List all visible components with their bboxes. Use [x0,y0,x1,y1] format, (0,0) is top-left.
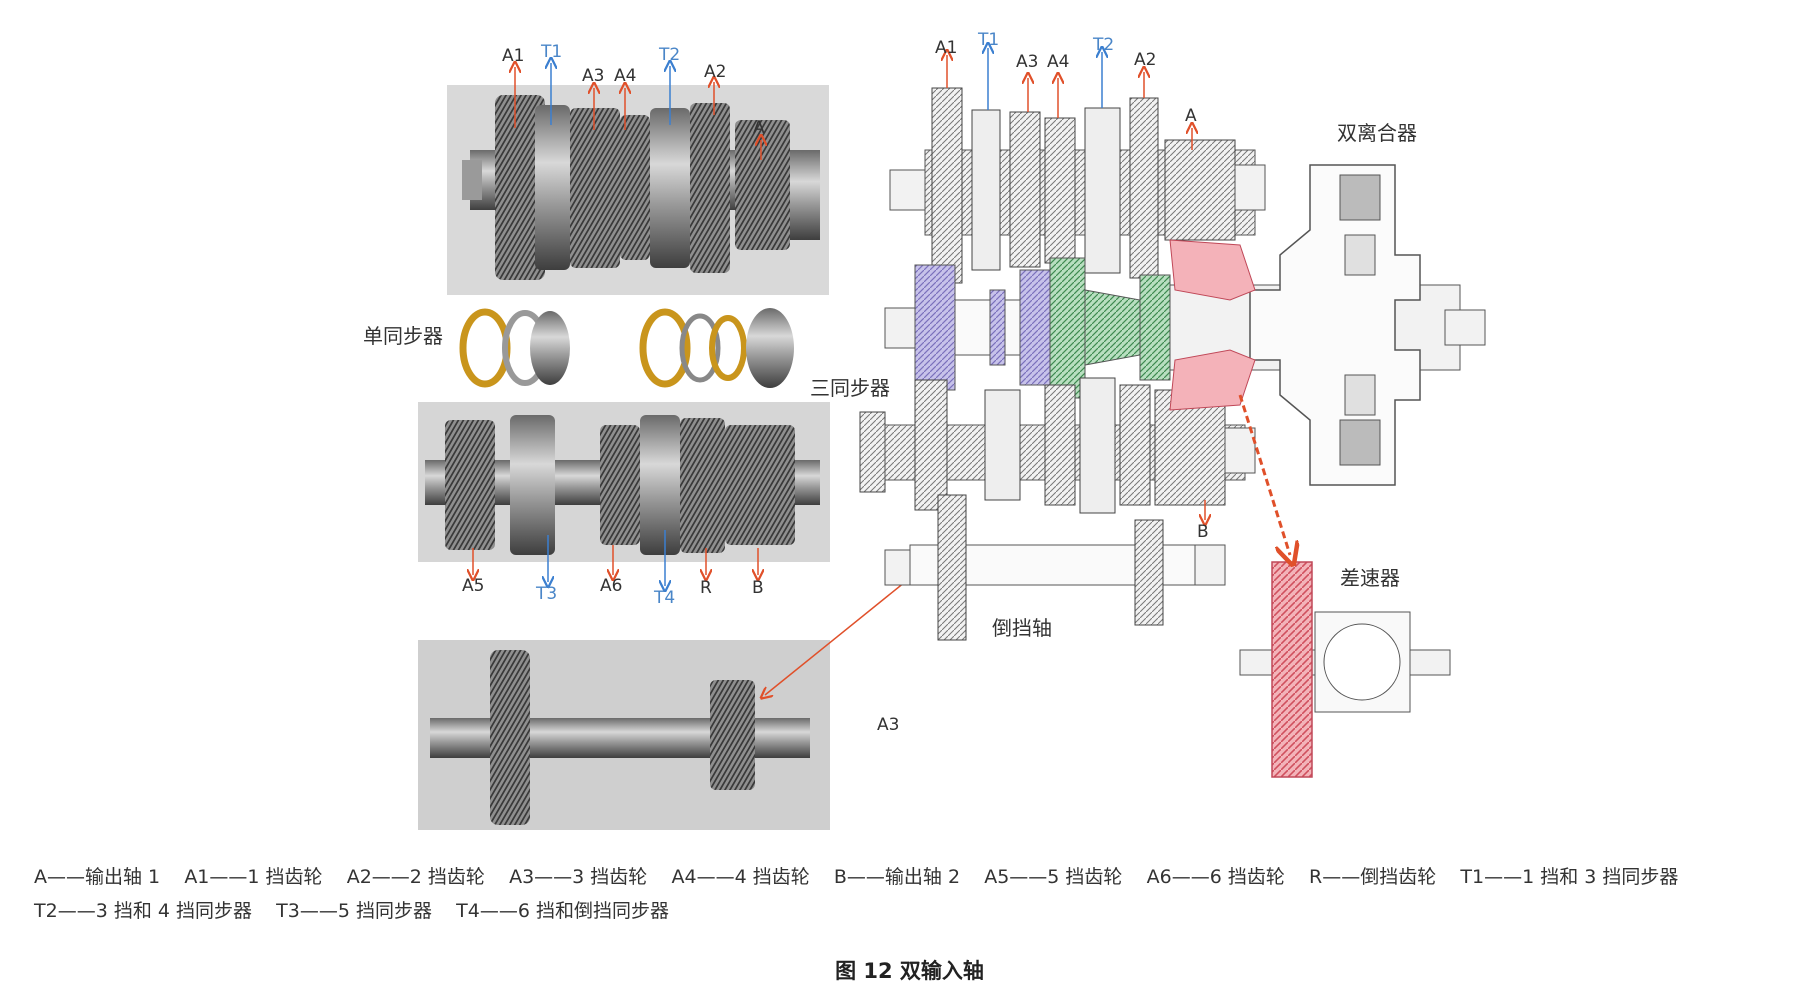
legend-item: A1——1 挡齿轮 [184,866,323,888]
legend-item: A3——3 挡齿轮 [509,866,648,888]
dual-clutch-label: 双离合器 [1337,121,1417,145]
legend-item: T4——6 挡和倒挡同步器 [456,900,669,922]
photo-reverse-shaft [418,640,830,830]
photo2-label-t4: T4 [654,588,676,608]
reverse-shaft-label: 倒挡轴 [992,616,1052,640]
single-synchronizer-label: 单同步器 [363,324,443,348]
photo2-label-b: B [752,578,764,598]
photo2-arrows [473,530,758,586]
photo1-arrows [515,63,761,160]
differential [1239,561,1451,778]
schematic-label-a1: A1 [935,38,958,58]
photo1-label-a2: A2 [704,62,727,82]
legend-line-2: T2——3 挡和 4 挡同步器 T3——5 挡同步器 T4——6 挡和倒挡同步器 [34,896,669,923]
triple-synchronizer-label: 三同步器 [810,376,890,400]
photo1-label-a1: A1 [502,46,525,66]
schematic-label-t2: T2 [1093,35,1115,55]
legend-line-1: A——输出轴 1 A1——1 挡齿轮 A2——2 挡齿轮 A3——3 挡齿轮 A… [34,862,1678,889]
schematic-reverse-shaft [884,494,1226,641]
legend-item: A5——5 挡齿轮 [984,866,1123,888]
schematic-label-a: A [1185,106,1197,126]
figure-caption: 图 12 双输入轴 [835,959,984,983]
photo2-label-r: R [700,578,712,598]
photo1-label-t2: T2 [659,45,681,65]
single-synchronizer-parts [459,308,570,388]
photo1-label-a: A [753,118,765,138]
legend-item: B——输出轴 2 [833,866,961,888]
differential-label: 差速器 [1340,566,1400,590]
photo2-label-t3: T3 [536,584,558,604]
legend-item: A——输出轴 1 [34,866,161,888]
dual-clutch [1169,164,1421,486]
legend-item: R——倒挡齿轮 [1309,866,1437,888]
legend-item: A4——4 挡齿轮 [671,866,810,888]
schematic-upper-shaft [889,87,1266,284]
legend-item: T3——5 挡同步器 [276,900,432,922]
drive-dashed-arrow [1238,394,1290,555]
photo2-label-a5: A5 [462,576,485,596]
schematic-label-b: B [1197,522,1209,542]
schematic-lower-shaft [859,377,1256,514]
schematic-label-a4: A4 [1047,52,1070,72]
schematic-arrows [947,48,1205,520]
triple-synchronizer-parts [639,308,794,388]
photo1-label-t1: T1 [541,42,563,62]
schematic-label-t1: T1 [978,30,1000,50]
legend-item: A6——6 挡齿轮 [1146,866,1285,888]
reverse-shaft-pointer [765,577,911,695]
photo-output-shaft-2 [418,402,830,562]
legend-item: A2——2 挡齿轮 [346,866,485,888]
photo2-label-a6: A6 [600,576,623,596]
schematic-label-a3: A3 [1016,52,1039,72]
photo3-label-a3: A3 [877,715,900,735]
legend-item: T2——3 挡和 4 挡同步器 [34,900,252,922]
photo-output-shaft-1 [447,85,829,295]
schematic-label-a2: A2 [1134,50,1157,70]
legend-item: T1——1 挡和 3 挡同步器 [1460,866,1679,888]
photo1-label-a4: A4 [614,66,637,86]
photo1-label-a3: A3 [582,66,605,86]
